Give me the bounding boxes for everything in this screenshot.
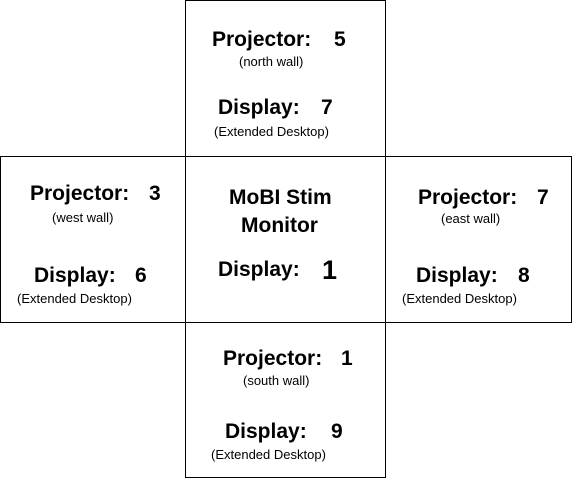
north-display-number: 7 xyxy=(321,96,333,119)
north-projector-label: Projector: xyxy=(212,28,312,51)
south-display-number: 9 xyxy=(331,420,343,443)
south-wall-label: (south wall) xyxy=(243,373,310,388)
south-display-label: Display: xyxy=(225,420,307,443)
west-projector-number: 3 xyxy=(149,182,161,205)
north-wall-label: (north wall) xyxy=(239,54,304,69)
east-projector-number: 7 xyxy=(537,186,549,209)
south-desktop-label: (Extended Desktop) xyxy=(211,447,326,462)
north-display-label: Display: xyxy=(218,96,300,119)
west-desktop-label: (Extended Desktop) xyxy=(17,291,132,306)
center-box xyxy=(185,156,386,323)
east-desktop-label: (Extended Desktop) xyxy=(402,291,517,306)
east-display-label: Display: xyxy=(416,264,498,287)
east-box xyxy=(385,156,572,323)
east-display-number: 8 xyxy=(518,264,530,287)
center-title-line2: Monitor xyxy=(241,214,318,237)
north-projector-number: 5 xyxy=(334,28,346,51)
center-display-label: Display: xyxy=(218,258,300,281)
west-display-number: 6 xyxy=(135,264,147,287)
north-desktop-label: (Extended Desktop) xyxy=(214,124,329,139)
west-display-label: Display: xyxy=(34,264,116,287)
center-title-line1: MoBI Stim xyxy=(229,186,332,209)
east-projector-label: Projector: xyxy=(418,186,518,209)
south-projector-number: 1 xyxy=(341,347,353,370)
center-display-number: 1 xyxy=(322,255,338,285)
north-box xyxy=(185,0,386,157)
east-wall-label: (east wall) xyxy=(441,211,501,226)
south-projector-label: Projector: xyxy=(223,347,323,370)
west-projector-label: Projector: xyxy=(30,182,130,205)
west-wall-label: (west wall) xyxy=(52,210,114,225)
west-box xyxy=(0,156,186,323)
south-box xyxy=(185,322,386,478)
